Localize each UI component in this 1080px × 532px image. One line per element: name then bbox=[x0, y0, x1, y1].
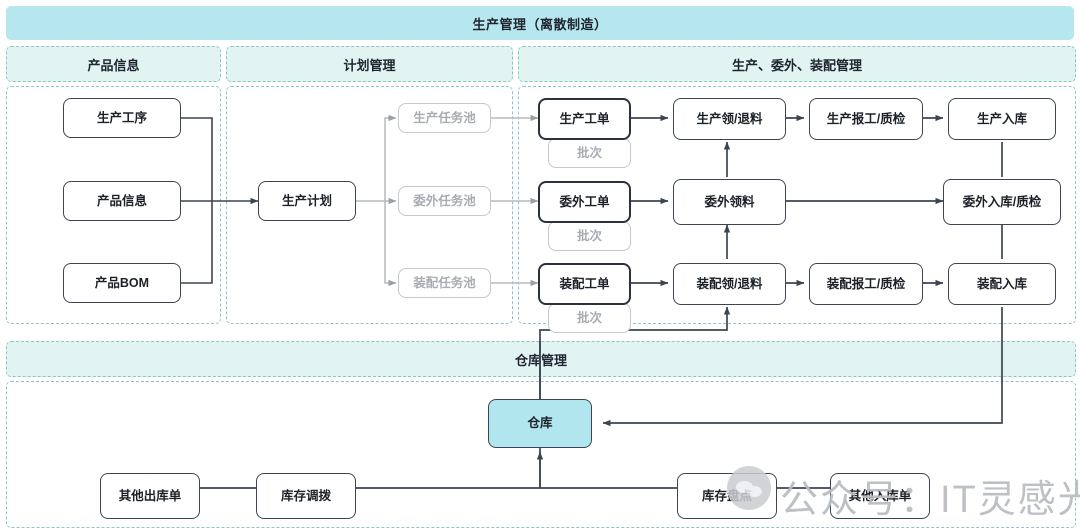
node-pool-assembly[interactable]: 装配任务池 bbox=[398, 268, 491, 298]
node-label: 其他入库单 bbox=[848, 488, 912, 503]
node-pool-outsource[interactable]: 委外任务池 bbox=[398, 186, 491, 216]
section-body-warehouse-mgmt bbox=[6, 381, 1076, 528]
node-product-bom[interactable]: 产品BOM bbox=[63, 263, 181, 303]
node-label: 装配入库 bbox=[976, 276, 1027, 291]
node-stock-count[interactable]: 库存盘点 bbox=[677, 473, 777, 519]
section-body-product-info bbox=[6, 86, 221, 324]
node-warehouse[interactable]: 仓库 bbox=[488, 399, 592, 448]
node-other-inbound[interactable]: 其他入库单 bbox=[830, 473, 930, 519]
node-label: 生产入库 bbox=[976, 111, 1027, 126]
node-label: 委外领料 bbox=[704, 194, 755, 209]
node-production-plan[interactable]: 生产计划 bbox=[258, 181, 356, 221]
node-pick-production[interactable]: 生产领/退料 bbox=[673, 98, 786, 140]
node-label: 生产计划 bbox=[281, 193, 332, 208]
node-label: 库存盘点 bbox=[701, 488, 752, 503]
node-in-production[interactable]: 生产入库 bbox=[948, 98, 1056, 140]
node-label: 生产工序 bbox=[96, 110, 147, 125]
node-stock-transfer[interactable]: 库存调拨 bbox=[256, 473, 356, 519]
section-label-plan-mgmt: 计划管理 bbox=[343, 57, 396, 73]
node-label: 其他出库单 bbox=[118, 488, 182, 503]
node-label: 装配任务池 bbox=[413, 275, 476, 290]
node-label: 装配工单 bbox=[559, 276, 610, 291]
section-body-prod-out-asm bbox=[518, 86, 1076, 324]
node-label: 装配报工/质检 bbox=[826, 276, 906, 291]
node-pick-outsource[interactable]: 委外领料 bbox=[673, 179, 786, 225]
node-label: 生产任务池 bbox=[413, 110, 476, 125]
node-in-assembly[interactable]: 装配入库 bbox=[948, 263, 1056, 305]
title-banner: 生产管理（离散制造） bbox=[6, 6, 1074, 40]
section-header-warehouse-mgmt: 仓库管理 bbox=[6, 341, 1076, 377]
node-batch-production[interactable]: 批次 bbox=[548, 138, 631, 168]
section-header-plan-mgmt: 计划管理 bbox=[226, 46, 513, 82]
section-header-prod-out-asm: 生产、委外、装配管理 bbox=[518, 46, 1076, 82]
node-label: 库存调拨 bbox=[280, 488, 331, 503]
node-label: 批次 bbox=[576, 145, 602, 160]
node-in-outsource[interactable]: 委外入库/质检 bbox=[943, 179, 1061, 225]
node-label: 批次 bbox=[576, 310, 602, 325]
section-label-warehouse-mgmt: 仓库管理 bbox=[514, 352, 567, 368]
node-label: 委外工单 bbox=[559, 194, 610, 209]
node-pick-assembly[interactable]: 装配领/退料 bbox=[673, 263, 786, 305]
node-pool-production[interactable]: 生产任务池 bbox=[398, 103, 491, 133]
node-label: 产品BOM bbox=[94, 275, 150, 290]
section-label-prod-out-asm: 生产、委外、装配管理 bbox=[731, 57, 862, 73]
node-label: 装配领/退料 bbox=[696, 276, 763, 291]
node-label: 生产领/退料 bbox=[696, 111, 763, 126]
node-report-assembly[interactable]: 装配报工/质检 bbox=[809, 263, 923, 305]
node-other-outbound[interactable]: 其他出库单 bbox=[100, 473, 200, 519]
node-batch-assembly[interactable]: 批次 bbox=[548, 303, 631, 333]
node-label: 生产工单 bbox=[559, 111, 610, 126]
node-label: 仓库 bbox=[527, 416, 553, 431]
node-production-process[interactable]: 生产工序 bbox=[63, 98, 181, 138]
node-product-info[interactable]: 产品信息 bbox=[63, 181, 181, 221]
node-batch-outsource[interactable]: 批次 bbox=[548, 221, 631, 251]
node-label: 委外入库/质检 bbox=[962, 194, 1042, 209]
node-label: 委外任务池 bbox=[413, 193, 476, 208]
node-wo-outsource[interactable]: 委外工单 bbox=[538, 181, 631, 223]
node-label: 产品信息 bbox=[96, 193, 147, 208]
node-wo-production[interactable]: 生产工单 bbox=[538, 98, 631, 140]
node-label: 生产报工/质检 bbox=[826, 111, 906, 126]
node-report-production[interactable]: 生产报工/质检 bbox=[809, 98, 923, 140]
section-header-product-info: 产品信息 bbox=[6, 46, 221, 82]
section-label-product-info: 产品信息 bbox=[87, 57, 140, 73]
node-wo-assembly[interactable]: 装配工单 bbox=[538, 263, 631, 305]
node-label: 批次 bbox=[576, 228, 602, 243]
title-banner-label: 生产管理（离散制造） bbox=[472, 16, 608, 32]
section-body-plan-mgmt bbox=[226, 86, 513, 324]
